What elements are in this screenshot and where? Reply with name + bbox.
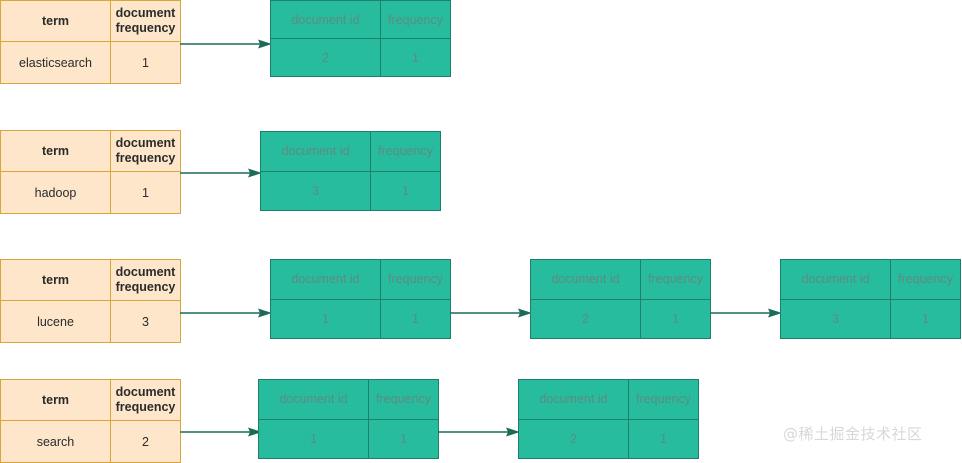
document-frequency-value-cell: 1: [110, 171, 181, 214]
arrow-posting-3-1-to-3-2: [450, 303, 532, 323]
posting-table-header-row: document id frequency: [270, 259, 451, 300]
document-frequency-header-line-1: document: [115, 136, 176, 151]
posting-table-row-3-item-2: document id frequency 2 1: [530, 259, 711, 339]
frequency-value-cell: 1: [628, 418, 699, 459]
posting-table-header-row: document id frequency: [530, 259, 711, 300]
frequency-header-cell: frequency: [628, 379, 699, 420]
term-value-cell: search: [0, 420, 111, 463]
document-id-header-cell: document id: [270, 0, 381, 39]
arrow-term-4-to-posting-1: [180, 422, 262, 442]
frequency-value-cell: 1: [368, 418, 439, 459]
term-table-header-row: term document frequency: [0, 379, 181, 421]
frequency-header-cell: frequency: [380, 259, 451, 300]
document-frequency-header-cell: document frequency: [110, 379, 181, 421]
frequency-value-cell: 1: [380, 298, 451, 339]
posting-table-value-row: 1 1: [270, 298, 451, 339]
posting-table-row-4-item-2: document id frequency 2 1: [518, 379, 699, 459]
document-frequency-header-line-2: frequency: [115, 280, 176, 294]
frequency-header-cell: frequency: [370, 131, 441, 172]
term-table-row-1: term document frequency elasticsearch 1: [0, 0, 181, 84]
arrow-term-2-to-posting-1: [180, 163, 262, 183]
document-frequency-header-line-1: document: [115, 6, 176, 21]
document-id-header-cell: document id: [780, 259, 891, 300]
term-header-cell: term: [0, 379, 111, 421]
arrow-posting-3-2-to-3-3: [710, 303, 782, 323]
document-frequency-value-cell: 3: [110, 300, 181, 343]
arrow-term-1-to-posting-1: [180, 34, 272, 54]
posting-table-value-row: 2 1: [270, 38, 451, 77]
posting-table-row-1-item-1: document id frequency 2 1: [270, 0, 451, 77]
arrow-posting-4-1-to-4-2: [438, 422, 520, 442]
frequency-header-cell: frequency: [640, 259, 711, 300]
posting-table-value-row: 3 1: [780, 298, 961, 339]
document-frequency-header-cell: document frequency: [110, 0, 181, 42]
document-frequency-header-cell: document frequency: [110, 259, 181, 301]
posting-table-value-row: 3 1: [260, 170, 441, 211]
term-value-cell: hadoop: [0, 171, 111, 214]
arrow-term-3-to-posting-1: [180, 303, 272, 323]
term-header-cell: term: [0, 0, 111, 42]
posting-table-header-row: document id frequency: [260, 131, 441, 172]
posting-table-value-row: 2 1: [518, 418, 699, 459]
term-table-value-row: elasticsearch 1: [0, 41, 181, 84]
document-id-header-cell: document id: [530, 259, 641, 300]
document-frequency-value-cell: 1: [110, 41, 181, 84]
document-id-header-cell: document id: [270, 259, 381, 300]
posting-table-header-row: document id frequency: [258, 379, 439, 420]
posting-table-row-2-item-1: document id frequency 3 1: [260, 131, 441, 211]
watermark: @稀土掘金技术社区: [783, 425, 923, 443]
term-table-value-row: search 2: [0, 420, 181, 463]
term-table-row-3: term document frequency lucene 3: [0, 259, 181, 343]
term-table-header-row: term document frequency: [0, 259, 181, 301]
term-value-cell: lucene: [0, 300, 111, 343]
term-table-header-row: term document frequency: [0, 0, 181, 42]
posting-table-value-row: 1 1: [258, 418, 439, 459]
posting-table-header-row: document id frequency: [780, 259, 961, 300]
term-table-value-row: lucene 3: [0, 300, 181, 343]
document-id-value-cell: 2: [530, 298, 641, 339]
document-id-value-cell: 1: [258, 418, 369, 459]
document-frequency-header-line-2: frequency: [115, 151, 176, 165]
posting-table-row-4-item-1: document id frequency 1 1: [258, 379, 439, 459]
frequency-value-cell: 1: [370, 170, 441, 211]
frequency-value-cell: 1: [890, 298, 961, 339]
document-id-header-cell: document id: [518, 379, 629, 420]
posting-table-row-3-item-3: document id frequency 3 1: [780, 259, 961, 339]
posting-table-header-row: document id frequency: [518, 379, 699, 420]
frequency-header-cell: frequency: [368, 379, 439, 420]
posting-table-row-3-item-1: document id frequency 1 1: [270, 259, 451, 339]
document-id-value-cell: 3: [780, 298, 891, 339]
document-id-value-cell: 2: [270, 38, 381, 77]
frequency-value-cell: 1: [380, 38, 451, 77]
posting-table-header-row: document id frequency: [270, 0, 451, 39]
document-id-value-cell: 2: [518, 418, 629, 459]
term-table-value-row: hadoop 1: [0, 171, 181, 214]
document-frequency-value-cell: 2: [110, 420, 181, 463]
document-frequency-header-line-1: document: [115, 265, 176, 280]
term-value-cell: elasticsearch: [0, 41, 111, 84]
term-table-header-row: term document frequency: [0, 130, 181, 172]
term-header-cell: term: [0, 259, 111, 301]
document-id-header-cell: document id: [260, 131, 371, 172]
document-frequency-header-cell: document frequency: [110, 130, 181, 172]
term-table-row-2: term document frequency hadoop 1: [0, 130, 181, 214]
document-frequency-header-line-2: frequency: [115, 21, 176, 35]
document-id-value-cell: 1: [270, 298, 381, 339]
document-id-value-cell: 3: [260, 170, 371, 211]
document-frequency-header-line-1: document: [115, 385, 176, 400]
frequency-value-cell: 1: [640, 298, 711, 339]
frequency-header-cell: frequency: [890, 259, 961, 300]
term-header-cell: term: [0, 130, 111, 172]
document-id-header-cell: document id: [258, 379, 369, 420]
term-table-row-4: term document frequency search 2: [0, 379, 181, 463]
posting-table-value-row: 2 1: [530, 298, 711, 339]
frequency-header-cell: frequency: [380, 0, 451, 39]
document-frequency-header-line-2: frequency: [115, 400, 176, 414]
